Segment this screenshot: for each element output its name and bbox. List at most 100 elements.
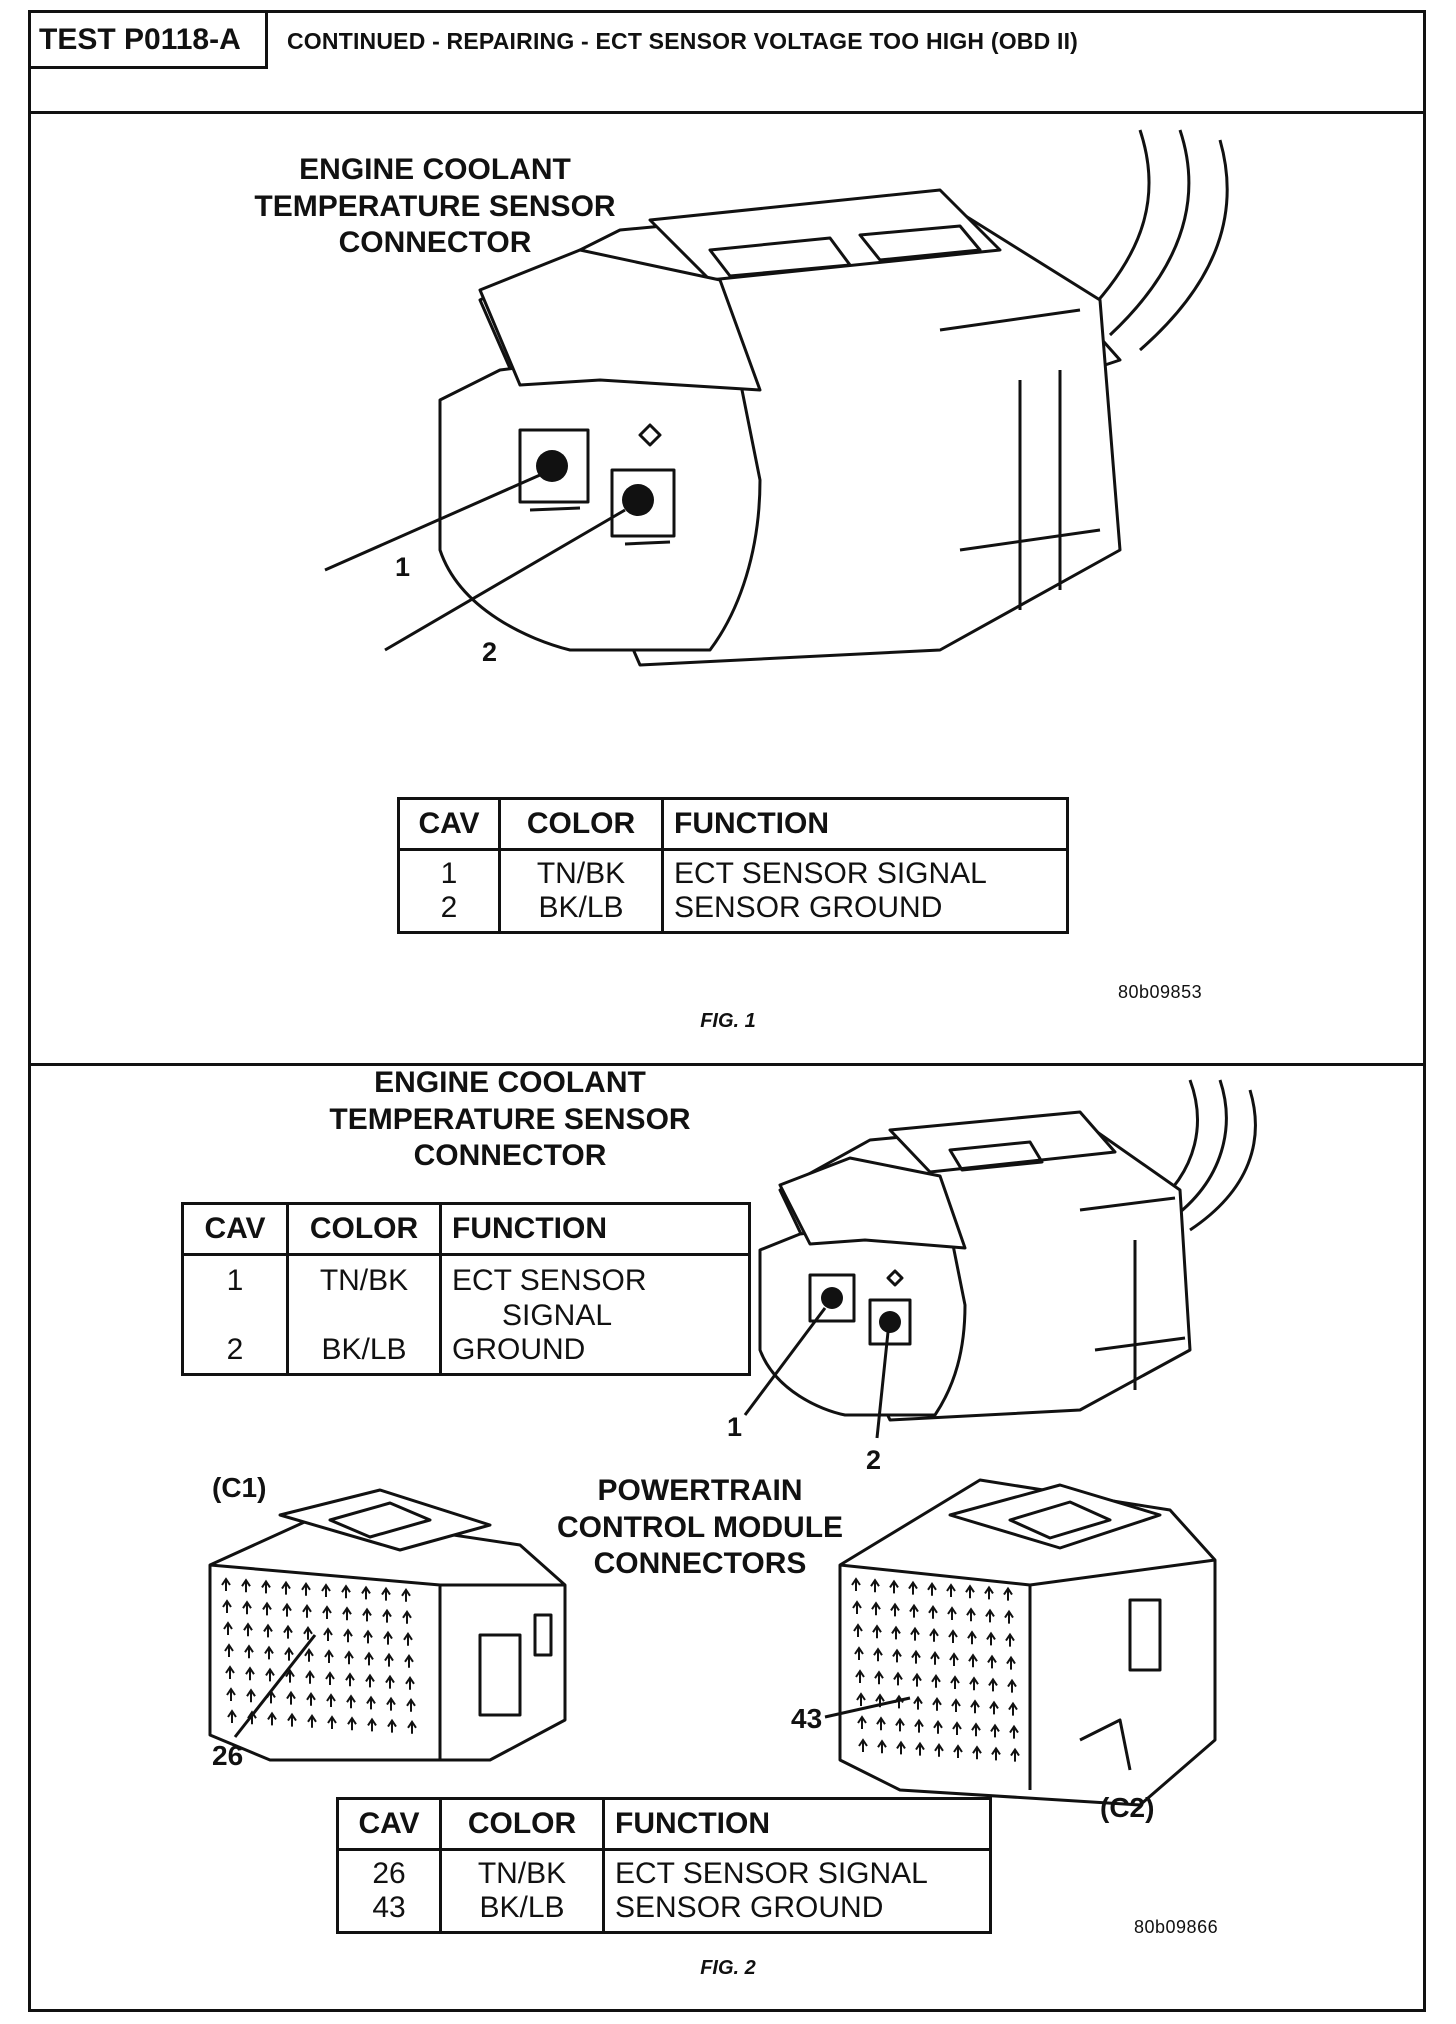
fig2-ect-pin-2-dot [879, 1311, 901, 1333]
pin-cavity [856, 1692, 866, 1706]
test-id-box: TEST P0118-A [31, 13, 268, 69]
table-header-color: COLOR [498, 797, 664, 851]
fig2-ect-callout-1: 1 [727, 1412, 743, 1442]
fig1-figure-number: 80b09853 [1118, 982, 1203, 1002]
fig1-pin-2-dot [622, 484, 654, 516]
c1-callout-26: 26 [212, 1740, 244, 1771]
pin-cavity [224, 1643, 234, 1657]
fig1-caption: FIG. 1 [700, 1010, 756, 1032]
pin-cavity [305, 1669, 315, 1684]
pin-cavity [950, 1675, 960, 1689]
pin-cavity [364, 1651, 374, 1666]
pin-cavity [363, 1629, 373, 1644]
pin-cavity [951, 1698, 961, 1712]
pin-cavity [381, 1586, 391, 1601]
pin-cavity [928, 1604, 938, 1619]
fig2-ect-callout-2: 2 [866, 1445, 882, 1475]
pin-cavity [223, 1621, 233, 1635]
c2-pin-array [851, 1577, 1020, 1762]
pin-cavity [324, 1649, 334, 1663]
pin-cavity [857, 1715, 867, 1729]
pin-cavity [990, 1723, 1000, 1738]
pin-cavity [1004, 1609, 1014, 1624]
pin-cavity [966, 1607, 976, 1622]
pin-cavity [405, 1675, 415, 1690]
pin-cavity [988, 1677, 998, 1692]
c2-callout-43: 43 [791, 1703, 823, 1734]
pin-cavity [367, 1717, 377, 1732]
ect-connector-illustration-large [324, 129, 1229, 667]
pin-cavity [286, 1690, 296, 1705]
pin-cavity [893, 1671, 903, 1686]
pin-cavity [383, 1630, 393, 1645]
pin-cavity [967, 1630, 977, 1645]
pin-cavity [984, 1585, 994, 1600]
pin-cavity [226, 1687, 236, 1701]
pin-cavity [872, 1624, 882, 1639]
pin-cavity [852, 1600, 862, 1614]
fig2-caption: FIG. 2 [700, 1957, 756, 1979]
c2-label: (C2) [1100, 1792, 1155, 1823]
fig2-ect-leader-2 [875, 1331, 890, 1439]
pin-cavity [913, 1695, 923, 1710]
pin-cavity [245, 1666, 255, 1681]
pin-cavity [915, 1741, 925, 1756]
pin-cavity [968, 1653, 978, 1668]
figure-divider [31, 1063, 1423, 1066]
fig1-leader-1 [324, 473, 541, 572]
pin-cavity [952, 1721, 962, 1735]
c1-pin-array [221, 1577, 417, 1734]
pin-cavity [386, 1696, 396, 1711]
pin-cavity [304, 1647, 314, 1662]
pin-cavity [221, 1577, 231, 1591]
pin-cavity [914, 1718, 924, 1733]
pin-cavity [934, 1742, 944, 1757]
pin-cavity [382, 1608, 392, 1623]
pin-cavity [326, 1693, 336, 1707]
pin-cavity [244, 1644, 254, 1659]
pin-cavity [1006, 1655, 1016, 1670]
pin-cavity [1008, 1701, 1018, 1716]
fig1-pinout-table: CAV COLOR FUNCTION 1 TN/BK ECT SENSOR SI… [397, 797, 1069, 934]
pin-cavity [225, 1665, 235, 1679]
fig1-leader-2 [384, 508, 626, 652]
pin-cavity [365, 1673, 375, 1688]
pin-cavity [264, 1645, 274, 1660]
pin-cavity [947, 1606, 957, 1620]
pin-cavity [342, 1606, 352, 1621]
pin-cavity [971, 1722, 981, 1737]
pin-cavity [948, 1629, 958, 1643]
table-header-cav: CAV [336, 1797, 442, 1851]
c2-leader-43 [824, 1696, 911, 1719]
pin-cavity [303, 1625, 313, 1640]
pin-cavity [933, 1719, 943, 1734]
pin-cavity [322, 1605, 332, 1619]
pin-cavity [402, 1609, 412, 1624]
pin-cavity [347, 1716, 357, 1731]
pin-cavity [896, 1740, 906, 1755]
pin-cavity [930, 1650, 940, 1665]
table-row: 26 TN/BK ECT SENSOR SIGNAL [336, 1849, 992, 1891]
pin-cavity [327, 1715, 337, 1729]
pin-cavity [302, 1603, 312, 1618]
pin-cavity [246, 1688, 256, 1703]
pin-cavity [387, 1718, 397, 1733]
pin-cavity [406, 1697, 416, 1712]
table-header-color: COLOR [439, 1797, 605, 1851]
pin-cavity [344, 1650, 354, 1665]
pin-cavity [1009, 1724, 1019, 1739]
pin-cavity [287, 1712, 297, 1727]
pin-cavity [891, 1625, 901, 1640]
pin-cavity [267, 1711, 277, 1726]
pin-cavity [858, 1738, 868, 1752]
pin-cavity [283, 1624, 293, 1639]
c1-label: (C1) [212, 1472, 267, 1503]
pin-cavity [932, 1696, 942, 1711]
pin-cavity [227, 1709, 237, 1723]
table-header-function: FUNCTION [661, 797, 1069, 851]
pin-cavity [261, 1579, 271, 1594]
pin-cavity [877, 1739, 887, 1754]
c1-leader-26 [233, 1634, 317, 1738]
pin-cavity [892, 1648, 902, 1663]
table-row: 1 TN/BK ECT SENSOR SIGNAL [181, 1254, 751, 1333]
